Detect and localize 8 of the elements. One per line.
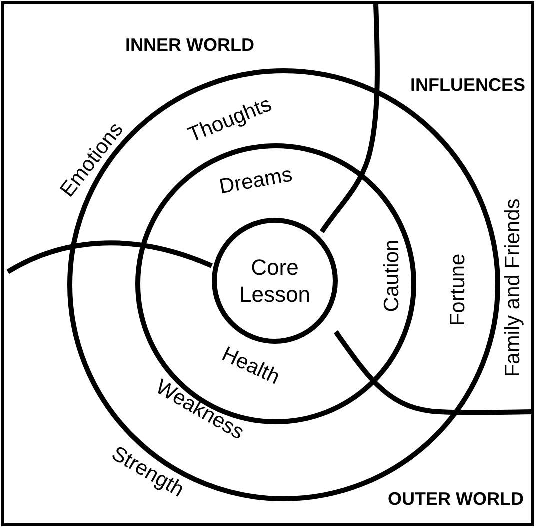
heading: OUTER WORLD: [388, 490, 524, 510]
heading: INNER WORLD: [126, 36, 254, 56]
ring-label: Family and Friends: [501, 198, 525, 378]
ring-label: Dreams: [218, 163, 294, 199]
heading: INFLUENCES: [410, 76, 526, 96]
ring-label: Fortune: [446, 254, 470, 326]
ring-label: Caution: [380, 240, 404, 312]
core-label: Core Lesson: [238, 254, 312, 308]
